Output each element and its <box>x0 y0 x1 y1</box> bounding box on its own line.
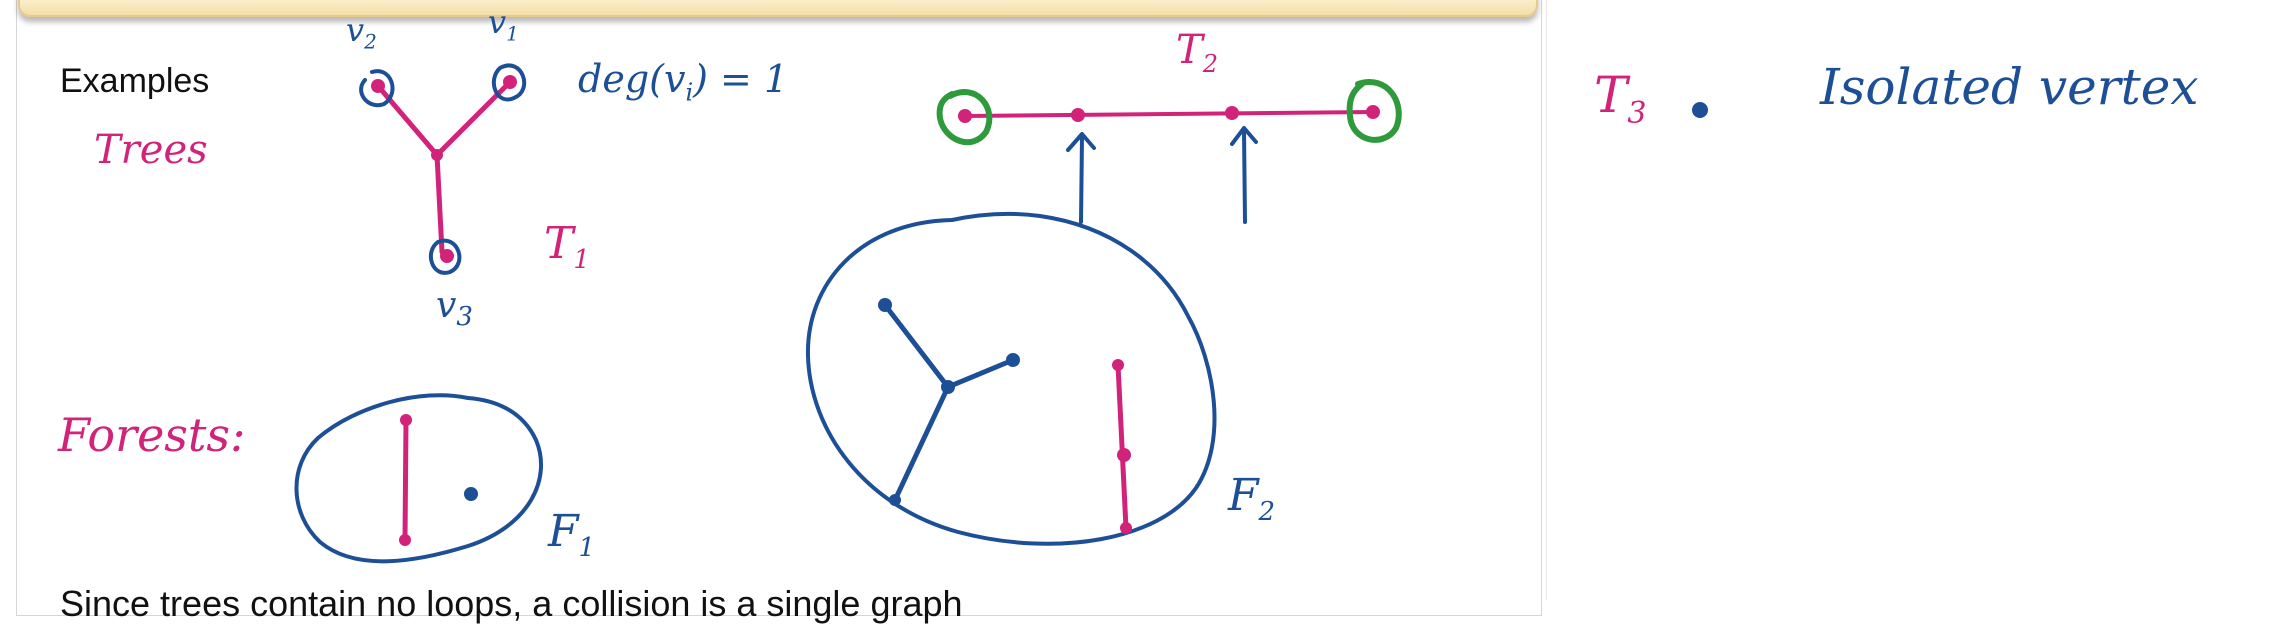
f1-letter: F <box>548 506 579 557</box>
v2-label: v2 <box>346 14 377 51</box>
slide-frame <box>16 0 1542 616</box>
f1-label: F1 <box>548 510 595 561</box>
tree-t1 <box>359 63 527 275</box>
f2-label: F2 <box>1228 474 1275 525</box>
v2-letter: v <box>346 11 365 49</box>
v3-letter: v <box>436 285 457 326</box>
v1-label: v1 <box>488 6 519 43</box>
forest-f2 <box>805 211 1217 546</box>
whiteboard-panel <box>1546 0 2288 600</box>
forests-label: Forests: <box>58 408 246 462</box>
v1-letter: v <box>488 3 507 41</box>
t3-label: T3 <box>1594 70 1646 129</box>
degree-text: deg(v <box>578 57 686 101</box>
isolated-vertex-note: Isolated vertex <box>1820 58 2199 116</box>
v3-subscript: 3 <box>456 302 473 333</box>
f2-letter: F <box>1228 470 1259 521</box>
t1-subscript: 1 <box>573 244 590 275</box>
t1-letter: T <box>544 218 574 269</box>
v1-subscript: 1 <box>506 21 519 46</box>
f2-subscript: 2 <box>1258 496 1276 527</box>
t3-letter: T <box>1594 66 1628 124</box>
isolated-vertex-dot <box>1692 102 1708 118</box>
degree-subscript: i <box>685 78 694 107</box>
degree-rest: ) = 1 <box>693 57 789 101</box>
t2-label: T2 <box>1176 30 1218 76</box>
slide-heading: Examples <box>60 62 210 100</box>
lecture-screen: Examples <box>16 0 2288 624</box>
tree-t2 <box>936 79 1402 224</box>
t1-label: T1 <box>544 222 590 273</box>
f1-subscript: 1 <box>578 532 596 563</box>
handwritten-drawings <box>294 63 1708 564</box>
t2-letter: T <box>1176 27 1203 73</box>
v2-subscript: 2 <box>364 29 377 54</box>
slide-bottom-text: Since trees contain no loops, a collisio… <box>60 583 963 624</box>
t2-subscript: 2 <box>1202 50 1218 78</box>
trees-label: Trees <box>94 127 208 173</box>
degree-annotation: deg(vi) = 1 <box>578 60 788 105</box>
forest-f1 <box>294 393 543 564</box>
slide-title-bar <box>18 0 1538 17</box>
t3-subscript: 3 <box>1627 96 1647 131</box>
v3-label: v3 <box>436 285 473 333</box>
